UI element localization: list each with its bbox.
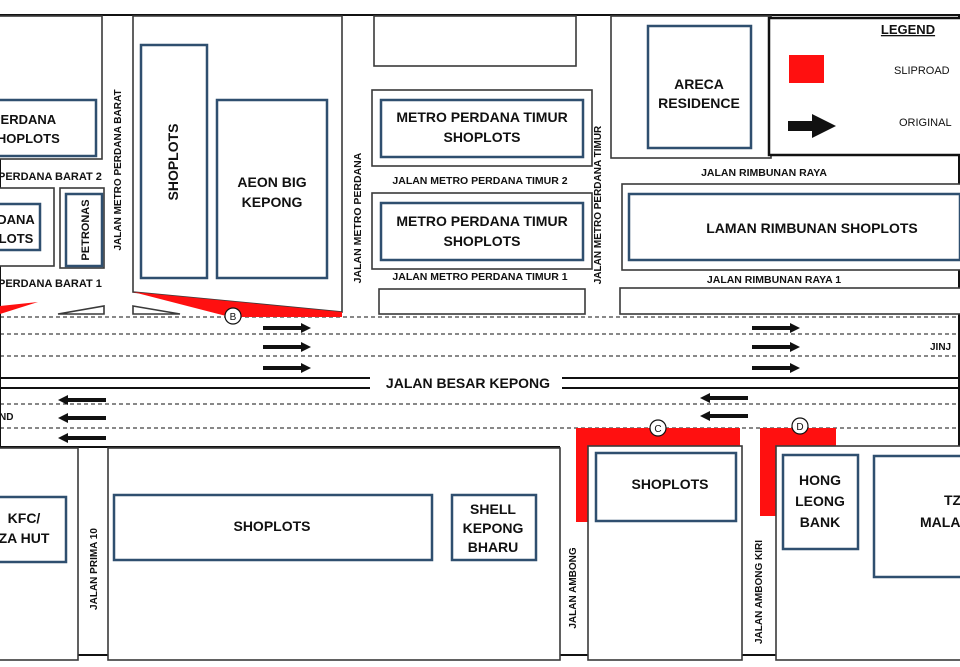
legend-sliproad-label: SLIPROAD [894,65,950,77]
marker-b: B [224,307,242,325]
svg-text:SHELL: SHELL [470,501,516,517]
aeon-label-2: KEPONG [242,194,303,210]
perdana-barat-1-label: PERDANA BARAT 1 [0,278,102,290]
and-label: ND [0,412,13,423]
svg-text:RESIDENCE: RESIDENCE [658,95,740,111]
south-shoplots-block: SHOPLOTS SHELL KEPONG BHARU [107,447,561,661]
jalan-ambong-kiri-label: JALAN AMBONG KIRI [754,540,765,644]
rimbunan-raya-label: JALAN RIMBUNAN RAYA [701,167,827,179]
marker-d: D [791,417,809,435]
perdana-shoplots-label-2: SHOPLOTS [0,131,60,146]
aeon-block: SHOPLOTS AEON BIG KEPONG [132,15,343,313]
north-west-block: PERDANA SHOPLOTS [0,15,103,160]
petronas-label: PETRONAS [80,199,92,260]
jalan-prima-10-label: JALAN PRIMA 10 [89,528,100,610]
sliproad-b [133,292,342,317]
svg-text:ARECA: ARECA [674,76,724,92]
jalan-ambong-label: JALAN AMBONG [568,547,579,629]
svg-text:LAMAN RIMBUNAN SHOPLOTS: LAMAN RIMBUNAN SHOPLOTS [706,220,918,236]
main-road: JALAN BESAR KEPONG JINJ ND [0,316,960,448]
svg-text:LOTS: LOTS [0,231,34,246]
svg-text:SHOPLOTS: SHOPLOTS [443,233,520,249]
svg-text:C: C [654,424,661,435]
svg-text:KEPONG: KEPONG [463,520,524,536]
hong-leong-block: HONG LEONG BANK TZU MALA [775,445,960,661]
svg-text:ZA HUT: ZA HUT [0,530,50,546]
shoplots-c-block: SHOPLOTS [587,445,743,661]
sliproad-west [0,302,38,314]
marker-c: C [649,419,667,437]
sliproad-c [576,428,740,522]
jinjang-label: JINJ [930,342,951,353]
jalan-metro-perdana-timur-label: JALAN METRO PERDANA TIMUR [593,125,604,284]
sliproad-swatch [789,55,824,83]
shoplots-vertical-label: SHOPLOTS [165,123,181,200]
svg-text:SHOPLOTS: SHOPLOTS [631,476,708,492]
svg-text:B: B [230,312,237,323]
svg-text:SHOPLOTS: SHOPLOTS [443,129,520,145]
svg-text:TZU: TZU [944,492,960,508]
svg-text:DANA: DANA [0,212,35,227]
areca-block: ARECA RESIDENCE [610,15,772,159]
legend-original-label: ORIGINAL [899,117,952,129]
kfc-block: KFC/ ZA HUT [0,447,79,661]
eastbound-arrows [261,321,802,375]
svg-text:HONG: HONG [799,472,841,488]
aeon-label-1: AEON BIG [237,174,306,190]
legend-title: LEGEND [881,22,935,37]
svg-text:KFC/: KFC/ [8,510,41,526]
svg-text:BANK: BANK [800,514,840,530]
west-middle-block: DANA LOTS PETRONAS [0,187,105,269]
metro-perdana-timur-blocks: METRO PERDANA TIMUR SHOPLOTS METRO PERDA… [371,15,593,315]
jalan-metro-perdana-label: JALAN METRO PERDANA [352,152,364,283]
timur-1-label: JALAN METRO PERDANA TIMUR 1 [392,271,567,283]
perdana-shoplots-label-1: PERDANA [0,112,57,127]
perdana-barat-2-label: PERDANA BARAT 2 [0,171,102,183]
jalan-besar-kepong-label: JALAN BESAR KEPONG [386,375,550,391]
rimbunan-raya-1-label: JALAN RIMBUNAN RAYA 1 [707,274,841,286]
svg-text:D: D [796,422,803,433]
svg-text:METRO PERDANA TIMUR: METRO PERDANA TIMUR [396,109,567,125]
laman-rimbunan-block: LAMAN RIMBUNAN SHOPLOTS [619,183,960,315]
black-arrow-icon [788,114,836,138]
svg-text:SHOPLOTS: SHOPLOTS [233,518,310,534]
svg-text:LEONG: LEONG [795,493,845,509]
legend: LEGEND SLIPROAD ORIGINAL [767,16,960,157]
jalan-metro-perdana-barat-label: JALAN METRO PERDANA BARAT [113,89,124,250]
timur-2-label: JALAN METRO PERDANA TIMUR 2 [392,175,567,187]
svg-text:BHARU: BHARU [468,539,519,555]
svg-text:MALA: MALA [920,514,960,530]
svg-text:METRO PERDANA TIMUR: METRO PERDANA TIMUR [396,213,567,229]
